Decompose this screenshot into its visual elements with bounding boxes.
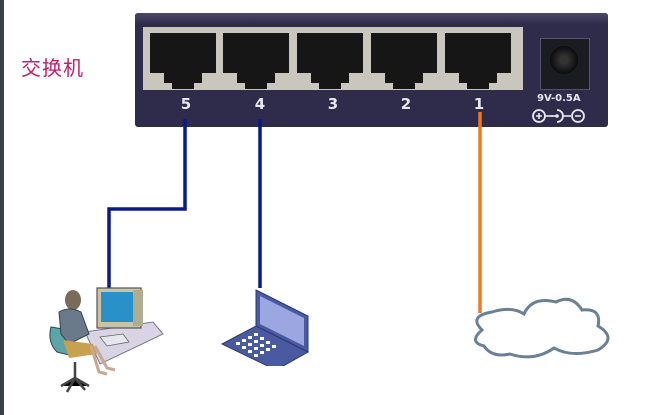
port-label-3: 3	[327, 95, 339, 113]
left-border	[0, 0, 4, 415]
port-label-1: 1	[473, 95, 485, 113]
ethernet-port-3	[297, 33, 363, 89]
ethernet-port-2	[371, 33, 437, 89]
port-label-5: 5	[180, 95, 192, 113]
cable-port5-to-desktop	[107, 119, 187, 288]
ethernet-port-4	[223, 33, 289, 89]
port-label-4: 4	[254, 95, 266, 113]
power-rating-label: 9V-0.5A	[537, 93, 581, 104]
ethernet-port-5	[150, 33, 216, 89]
ethernet-port-1	[445, 33, 511, 89]
internet-cloud-icon	[474, 297, 610, 359]
diagram-title: 交换机	[21, 56, 84, 80]
power-jack-icon	[550, 46, 578, 74]
desktop-user-icon	[49, 287, 164, 393]
switch-top-edge	[135, 13, 608, 24]
laptop-icon	[220, 289, 310, 366]
port-label-2: 2	[400, 95, 412, 113]
polarity-symbol-icon	[532, 109, 585, 123]
